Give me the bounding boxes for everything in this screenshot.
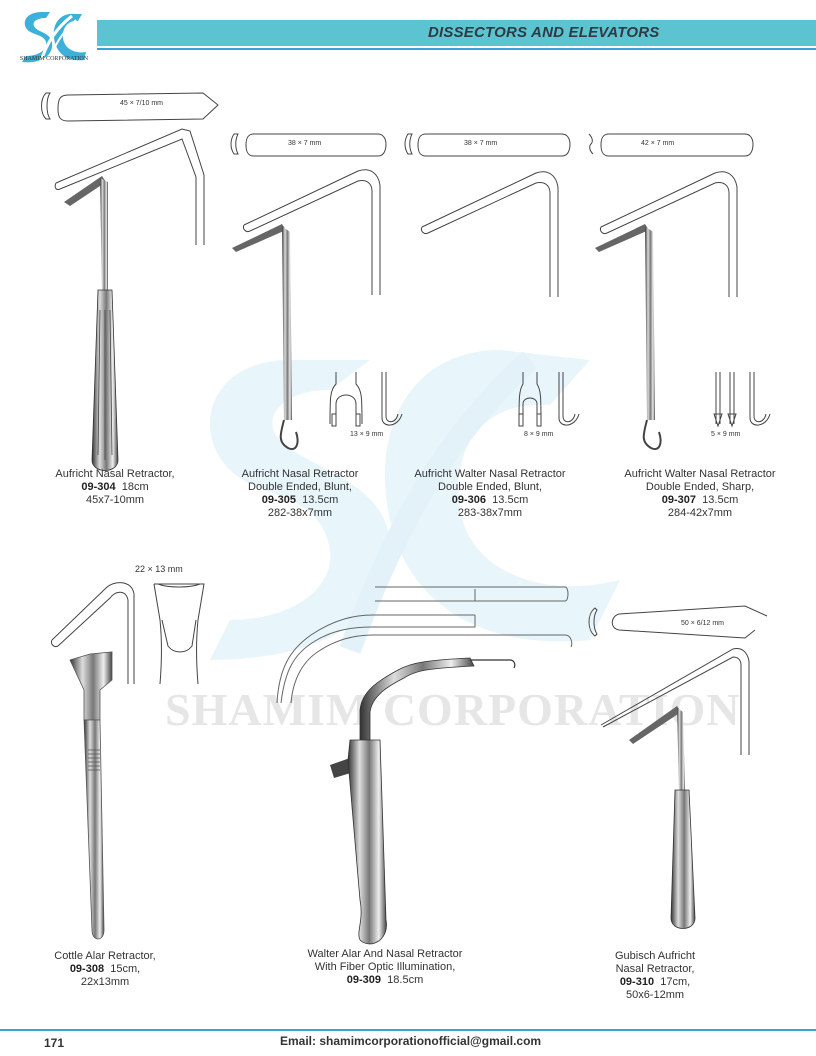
product-size: 13.5cm xyxy=(492,494,529,506)
instrument-image xyxy=(595,224,662,450)
angle-outline-diagram xyxy=(54,128,205,245)
blade-profile-diagram xyxy=(588,605,768,639)
product-caption: Aufricht Nasal Retractor, 09-304 18cm 45… xyxy=(30,468,200,507)
product-09-304: 45 × 7/10 mm Aufricht Nasal Retractor, 0… xyxy=(30,85,230,507)
product-dimensions: 50x6-12mm xyxy=(625,989,685,1001)
profile-outline-diagram xyxy=(276,586,573,704)
product-name-line2: Double Ended, Sharp, xyxy=(645,481,755,493)
product-name-line1: Walter Alar And Nasal Retractor xyxy=(307,948,463,960)
header-divider xyxy=(97,48,816,50)
product-09-305: 38 × 7 mm 13 × 9 mm Aufricht Nasal Retra… xyxy=(220,125,420,525)
product-code: 09-304 xyxy=(81,481,116,493)
logo-text: SHAMIM CORPORATION xyxy=(19,56,89,62)
blade-dimension-label: 45 × 7/10 mm xyxy=(120,100,163,107)
watermark-text: SHAMIM CORPORATION xyxy=(165,684,741,735)
blade-dimension-label: 38 × 7 mm xyxy=(288,140,322,147)
contact-email: Email: shamimcorporationofficial@gmail.c… xyxy=(280,1034,542,1048)
product-caption: Cottle Alar Retractor, 09-308 15cm, 22x1… xyxy=(25,950,185,989)
blade-dimension-label: 22 × 13 mm xyxy=(135,564,183,574)
product-name-line2: Nasal Retractor, xyxy=(615,963,695,975)
hook-dimension-label: 8 × 9 mm xyxy=(524,431,554,438)
footer-divider xyxy=(0,1029,816,1031)
product-code: 09-307 xyxy=(661,494,697,506)
instrument-image xyxy=(232,224,299,450)
product-dimensions: 284-42x7mm xyxy=(667,507,733,519)
product-name-line2: Double Ended, Blunt, xyxy=(248,481,352,493)
product-09-310: 50 × 6/12 mm Gubisch Aufricht Nasal Retr… xyxy=(585,600,805,1002)
product-name-line2: Double Ended, Blunt, xyxy=(438,481,542,493)
product-name-line1: Aufricht Walter Nasal Retractor xyxy=(624,468,776,480)
product-name-line1: Aufricht Nasal Retractor xyxy=(241,468,359,480)
product-name: Cottle Alar Retractor, xyxy=(54,950,156,962)
product-size: 17cm, xyxy=(660,976,691,988)
product-code: 09-308 xyxy=(69,963,105,975)
product-code: 09-310 xyxy=(619,976,655,988)
company-logo-icon xyxy=(22,12,86,65)
hook-dimension-label: 5 × 9 mm xyxy=(711,431,741,438)
hook-detail-diagram xyxy=(713,372,771,428)
product-name-line1: Gubisch Aufricht xyxy=(614,950,696,962)
product-caption: Walter Alar And Nasal Retractor With Fib… xyxy=(265,948,505,987)
product-dimensions: 45x7-10mm xyxy=(85,494,145,506)
profile-outline-diagram xyxy=(51,582,205,685)
hook-dimension-label: 13 × 9 mm xyxy=(350,431,384,438)
blade-profile-diagram xyxy=(230,133,387,157)
product-name: Aufricht Nasal Retractor, xyxy=(55,468,175,480)
product-name-line2: With Fiber Optic Illumination, xyxy=(314,961,456,973)
angle-outline-diagram xyxy=(421,171,559,297)
instrument-image xyxy=(330,657,516,945)
page-number: 171 xyxy=(44,1036,65,1050)
product-size: 15cm, xyxy=(110,963,141,975)
product-name-line1: Aufricht Walter Nasal Retractor xyxy=(414,468,566,480)
product-code: 09-306 xyxy=(451,494,487,506)
section-title: DISSECTORS AND ELEVATORS xyxy=(428,24,660,41)
product-09-307: 42 × 7 mm 5 × 9 mm Aufricht Walter Nasal… xyxy=(585,125,795,525)
angle-outline-diagram xyxy=(600,648,750,755)
watermark-logo xyxy=(210,350,620,660)
product-code: 09-305 xyxy=(261,494,297,506)
angle-outline-diagram xyxy=(600,171,738,297)
hook-detail-diagram xyxy=(518,372,580,427)
product-size: 18cm xyxy=(121,481,149,493)
product-size: 18.5cm xyxy=(387,974,424,986)
blade-profile-diagram xyxy=(588,133,754,157)
header-bar xyxy=(97,20,816,46)
product-size: 13.5cm xyxy=(702,494,739,506)
product-09-309: Walter Alar And Nasal Retractor With Fib… xyxy=(265,575,585,995)
instrument-image xyxy=(64,176,119,471)
blade-dimension-label: 50 × 6/12 mm xyxy=(681,620,724,627)
product-caption: Aufricht Walter Nasal Retractor Double E… xyxy=(600,468,800,520)
blade-profile-diagram xyxy=(41,92,219,122)
blade-dimension-label: 38 × 7 mm xyxy=(464,140,498,147)
blade-profile-diagram xyxy=(404,133,571,157)
product-size: 13.5cm xyxy=(302,494,339,506)
instrument-image xyxy=(69,651,113,940)
product-caption: Gubisch Aufricht Nasal Retractor, 09-310… xyxy=(585,950,725,1002)
product-09-306: 38 × 7 mm 8 × 9 mm Aufricht Walter Nasal… xyxy=(400,125,600,525)
angle-outline-diagram xyxy=(243,169,381,295)
product-dimensions: 22x13mm xyxy=(80,976,130,988)
product-dimensions: 282-38x7mm xyxy=(267,507,333,519)
blade-dimension-label: 42 × 7 mm xyxy=(641,140,675,147)
product-dimensions: 283-38x7mm xyxy=(457,507,523,519)
product-code: 09-309 xyxy=(346,974,382,986)
product-caption: Aufricht Walter Nasal Retractor Double E… xyxy=(390,468,590,520)
product-09-308: 22 × 13 mm Cottle Alar Retractor, 09-308… xyxy=(40,560,240,1000)
instrument-image xyxy=(629,706,696,929)
hook-detail-diagram xyxy=(329,372,403,427)
product-caption: Aufricht Nasal Retractor Double Ended, B… xyxy=(200,468,400,520)
